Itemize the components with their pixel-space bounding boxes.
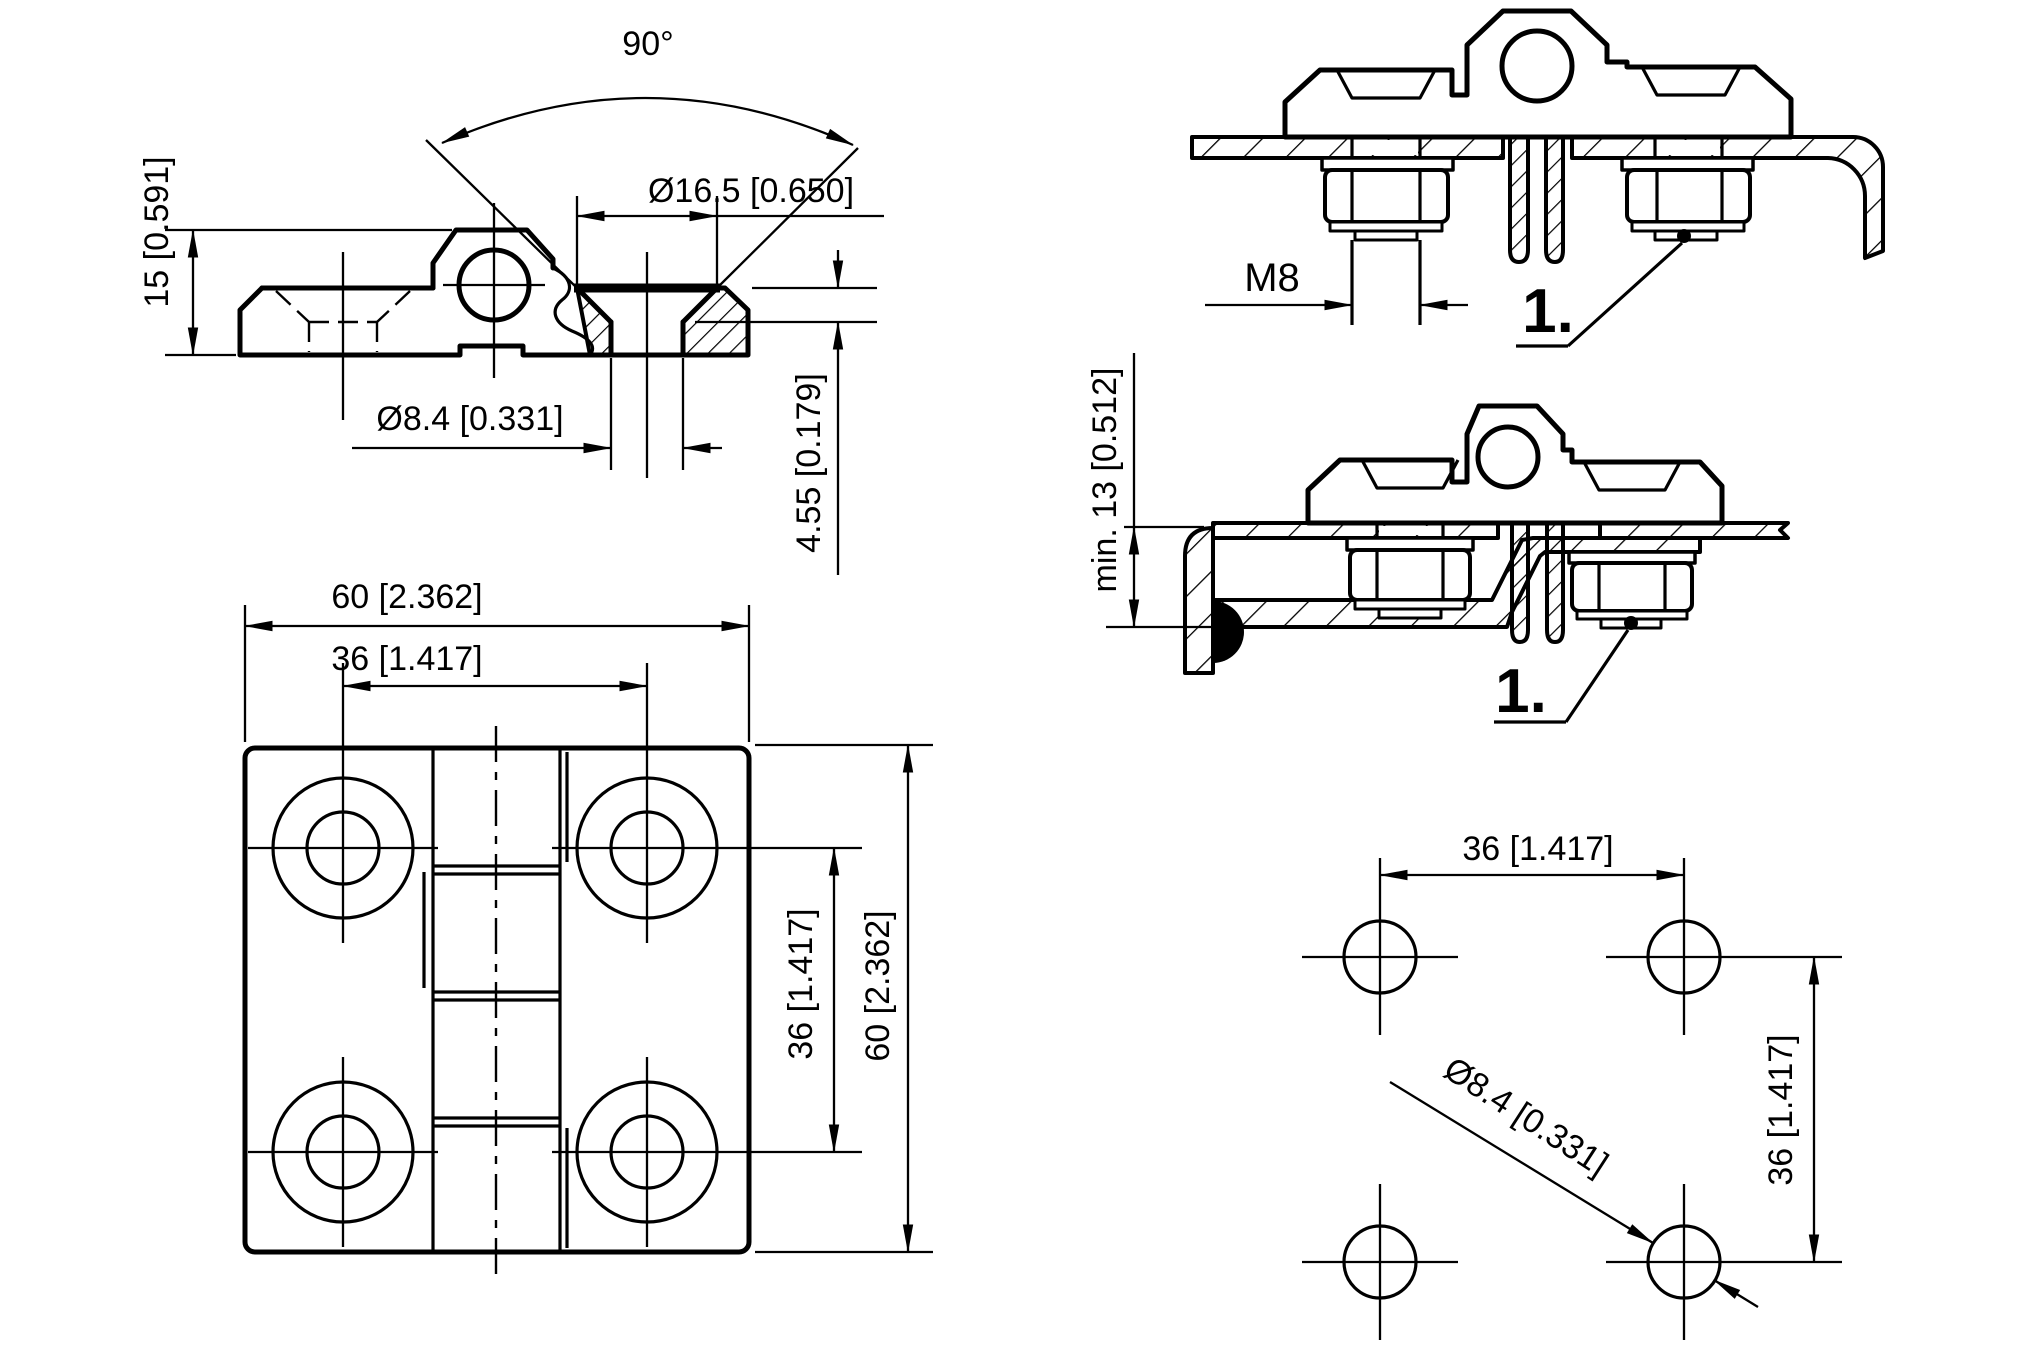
leader-dot — [1624, 616, 1638, 630]
dim-label-csk-dia: Ø16.5 [0.650] — [648, 172, 854, 210]
side-knuckle-outline — [430, 227, 556, 291]
note-label: 1. — [1495, 657, 1547, 726]
hex-nut — [1625, 168, 1752, 224]
bracket-vertical-leg — [1183, 526, 1215, 675]
bolt-right — [1620, 156, 1755, 243]
leader-line — [1564, 629, 1630, 723]
front-view: 60 [2.362] 36 [1.417] 36 [1.417] 60 [2.3… — [242, 578, 933, 1280]
dim-label-hole-dia: Ø8.4 [0.331] — [1437, 1050, 1615, 1184]
angle-leg-left — [425, 139, 578, 289]
leader-line-dia — [1713, 1279, 1759, 1308]
front-hole-bottom-left — [248, 1057, 438, 1247]
side-hidden-chamfer-l — [275, 290, 310, 323]
hinge-prong — [1544, 135, 1565, 264]
front-hole-bottom-right — [552, 1057, 862, 1247]
side-section-hatch-left — [575, 286, 613, 357]
plate-hole-gap — [1379, 526, 1441, 535]
plate-hole-gap — [1354, 140, 1418, 155]
front-hole-top-left — [248, 663, 438, 943]
hex-nut — [1348, 548, 1472, 602]
angle-arc — [441, 96, 854, 147]
countersunk-screw-head — [1582, 461, 1682, 492]
dim-label-thread: M8 — [1244, 256, 1300, 300]
countersunk-screw-head — [1335, 69, 1437, 100]
pattern-hole-top-right — [1606, 858, 1842, 1035]
dim-label-angle: 90° — [622, 25, 673, 63]
hex-nut — [1570, 561, 1694, 613]
bolt-right — [1567, 550, 1697, 630]
hinge-prong — [1545, 503, 1565, 644]
hex-nut — [1323, 168, 1450, 224]
dim-label-spacing-v: 36 [1.417] — [782, 908, 820, 1059]
hole-pattern-view: 36 [1.417] 36 [1.417] Ø8.4 [0.331] — [1302, 830, 1842, 1340]
dim-label-height: 60 [2.362] — [859, 910, 897, 1061]
hinge-pin-hole — [1499, 28, 1575, 104]
countersunk-screw-head — [1640, 66, 1742, 97]
hinge-prong — [1508, 135, 1530, 264]
side-chamfer-right — [680, 285, 720, 325]
hinge-pin-hole — [1475, 424, 1541, 490]
dim-label-width: 60 [2.362] — [331, 578, 482, 616]
front-hole-top-right — [552, 663, 862, 943]
thread-stub — [1377, 607, 1443, 620]
side-chamfer-left — [574, 285, 614, 325]
leader-line — [1566, 241, 1684, 348]
countersunk-screw-head — [1360, 459, 1460, 490]
bolt-left — [1320, 156, 1455, 325]
panel-plate-right — [1598, 521, 1790, 540]
panel-plate-right-flange — [1570, 135, 1885, 260]
weld-bead — [1213, 601, 1244, 663]
mount-view-closed: min. 13 [0.512] 1. — [1086, 353, 1790, 726]
dim-label-clearance: min. 13 [0.512] — [1086, 368, 1124, 593]
pattern-hole-bottom-right — [1606, 1184, 1842, 1340]
panel-plate-left — [1190, 135, 1505, 160]
dim-label-csk-depth: 4.55 [0.179] — [790, 373, 828, 553]
angle-leg-right — [716, 147, 859, 289]
dim-label-spacing-h: 36 [1.417] — [1462, 830, 1613, 868]
leader-line-dia — [1389, 1081, 1654, 1244]
side-hidden-chamfer-r — [376, 290, 411, 323]
dim-label-spacing-v: 36 [1.417] — [1762, 1034, 1800, 1185]
dim-label-spacing-h: 36 [1.417] — [331, 640, 482, 678]
mount-view-open: M8 1. — [1190, 8, 1885, 348]
note-label: 1. — [1522, 277, 1574, 346]
hinge-prong — [1510, 503, 1530, 644]
dim-label-height: 15 [0.591] — [138, 156, 176, 307]
pattern-hole-bottom-left — [1302, 1184, 1458, 1340]
thread-stub — [1353, 229, 1419, 242]
bolt-left — [1345, 536, 1475, 620]
pattern-hole-top-left — [1302, 858, 1458, 1035]
dim-label-hole-dia: Ø8.4 [0.331] — [376, 400, 563, 438]
side-view: 15 [0.591] 90° Ø16.5 [0.650] Ø8.4 [0.331… — [138, 25, 884, 575]
leader-dot — [1677, 229, 1691, 243]
plate-hole-gap — [1657, 140, 1720, 155]
